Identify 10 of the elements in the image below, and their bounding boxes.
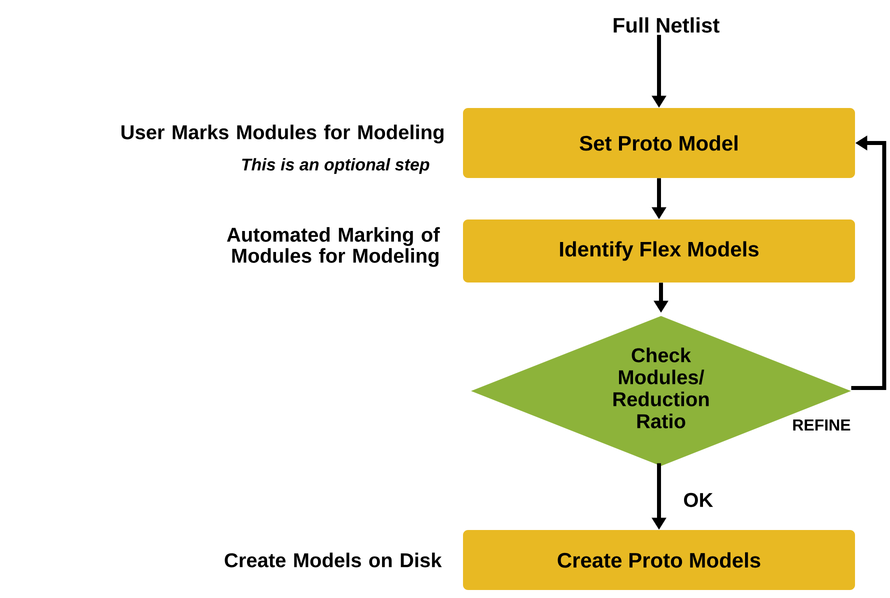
process-box: Identify Flex Models: [463, 220, 855, 282]
edge-label: REFINE: [793, 420, 850, 430]
step-note: Automated Marking of Modules for Modeling: [226, 227, 440, 267]
note: This is an optional step: [242, 158, 430, 174]
process-box: Create Proto Models: [463, 530, 855, 590]
edge-label: OK: [684, 492, 714, 508]
step-note: Create Models on Disk: [224, 552, 442, 568]
step-note: User Marks Modules for Modeling: [122, 124, 444, 144]
process-box: Set Proto Model: [463, 108, 855, 178]
start-label: Full Netlist: [614, 17, 720, 33]
